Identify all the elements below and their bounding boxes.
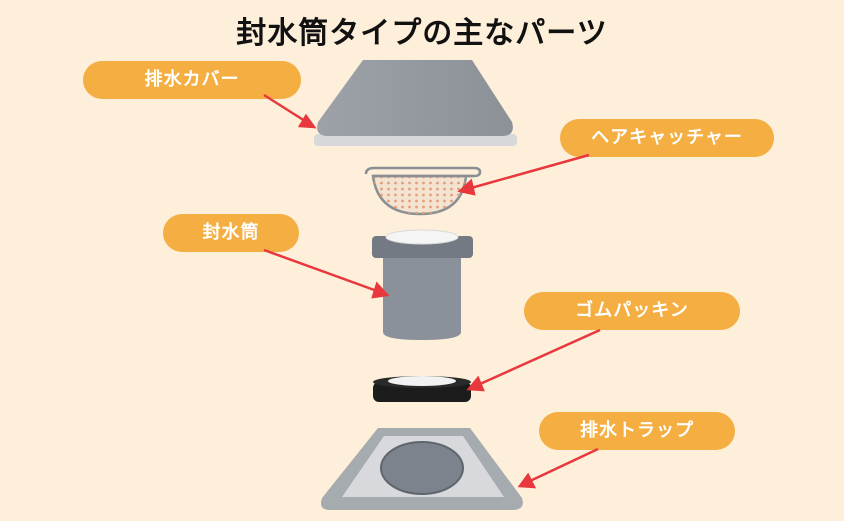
arrow-seal-cylinder <box>263 248 378 293</box>
arrow-head-drain-trap <box>517 472 537 489</box>
drain-trap-hole <box>380 441 464 495</box>
label-seal-cylinder: 封水筒 <box>163 214 299 252</box>
arrow-head-drain-cover <box>297 113 317 129</box>
drain-cover-top <box>317 60 513 136</box>
seal-cylinder-body <box>383 255 461 340</box>
arrow-hair-catcher <box>470 153 590 190</box>
arrow-head-hair-catcher <box>457 178 476 196</box>
label-rubber-packing: ゴムパッキン <box>524 292 740 330</box>
arrow-drain-trap <box>529 447 599 483</box>
seal-cylinder-part <box>372 229 473 340</box>
arrow-head-rubber-packing <box>466 375 485 392</box>
drain-cover-part <box>314 60 517 146</box>
drain-trap-part <box>321 428 523 510</box>
hair-catcher-part <box>364 166 482 216</box>
seal-cylinder-opening <box>385 229 459 245</box>
drain-cover-rim <box>314 134 517 146</box>
arrow-rubber-packing <box>479 328 601 386</box>
rubber-packing-hole <box>388 376 456 386</box>
arrow-drain-cover <box>263 93 306 123</box>
leader-arrows <box>263 93 601 489</box>
label-drain-cover: 排水カバー <box>83 61 301 99</box>
label-hair-catcher: ヘアキャッチャー <box>560 119 774 157</box>
label-drain-trap: 排水トラップ <box>539 412 735 450</box>
diagram-title: 封水筒タイプの主なパーツ <box>236 16 608 51</box>
hair-catcher-mesh <box>373 176 466 214</box>
arrow-head-seal-cylinder <box>371 281 390 299</box>
hair-catcher-handle <box>364 166 482 178</box>
rubber-packing-part <box>373 376 471 402</box>
